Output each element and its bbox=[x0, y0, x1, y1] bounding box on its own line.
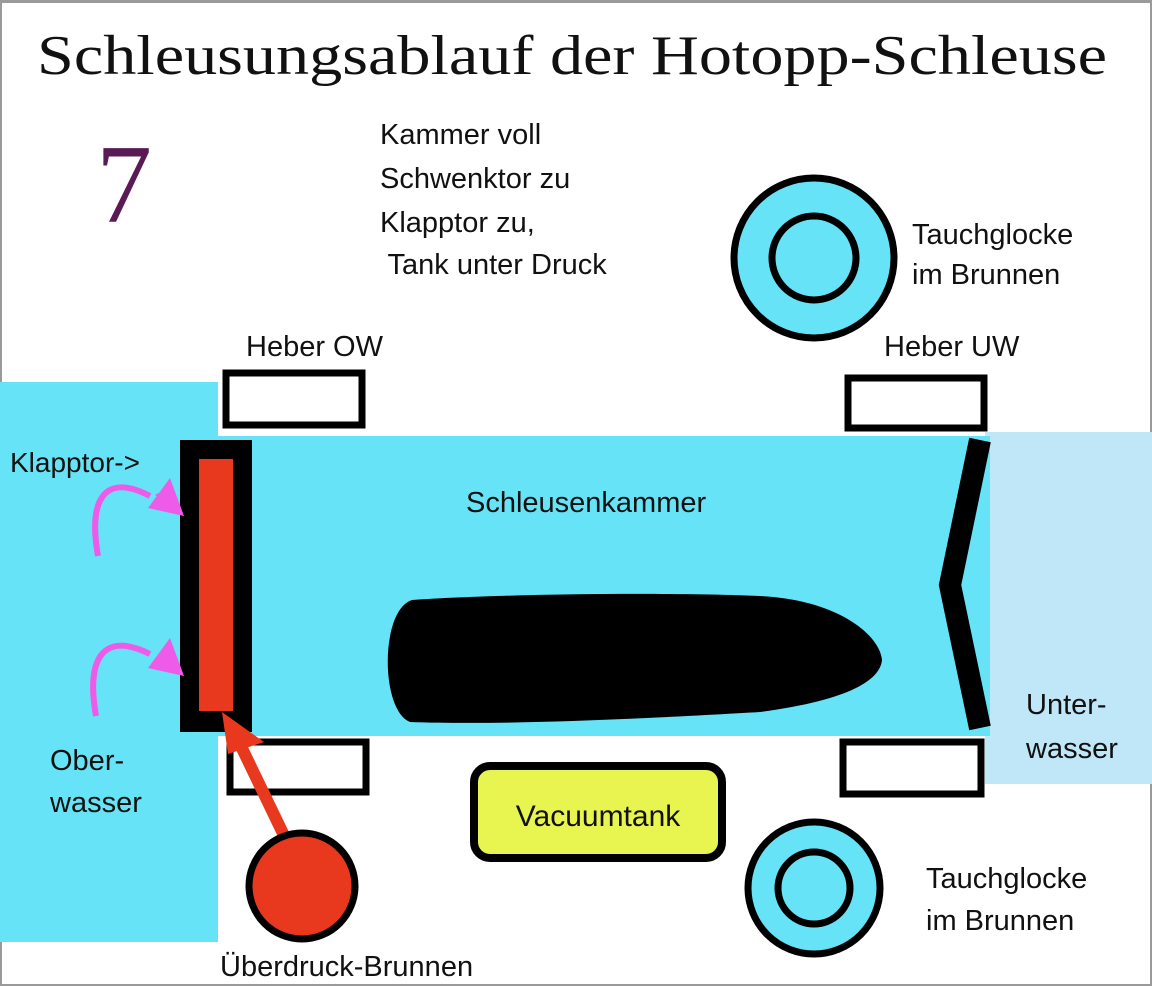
schwenktor-gate bbox=[938, 437, 991, 731]
heber-uw-bottom-box bbox=[839, 738, 985, 798]
ship-shape bbox=[387, 593, 882, 723]
heber-uw-top-box bbox=[844, 374, 988, 432]
pressure-arrow-head-icon bbox=[222, 712, 264, 754]
tauchglocke-top-label-2: im Brunnen bbox=[912, 259, 1060, 291]
flow-arrow-lower-head-icon bbox=[148, 638, 184, 676]
description-line-4: Tank unter Druck bbox=[380, 249, 607, 281]
schleusenkammer-label: Schleusenkammer bbox=[466, 487, 706, 519]
tauchglocke-top-label-1: Tauchglocke bbox=[912, 219, 1073, 251]
klapptor-label: Klapptor-> bbox=[10, 447, 140, 478]
heber-ow-label: Heber OW bbox=[246, 331, 384, 363]
pressure-arrow-shaft bbox=[232, 737, 296, 851]
flow-arrow-upper bbox=[92, 484, 152, 557]
tauchglocke-top-inner bbox=[768, 212, 860, 304]
tauchglocke-bottom-inner bbox=[774, 848, 854, 928]
ueberdruck-brunnen-circle bbox=[245, 829, 359, 943]
description-line-2: Schwenktor zu bbox=[380, 163, 570, 195]
vacuumtank-box bbox=[470, 762, 726, 862]
unterwasser-area bbox=[985, 432, 1152, 784]
unterwasser-label-1: Unter- bbox=[1026, 689, 1107, 721]
vacuumtank-label: Vacuumtank bbox=[516, 800, 682, 833]
heber-uw-label: Heber UW bbox=[884, 331, 1020, 363]
step-number: 7 bbox=[96, 123, 152, 247]
flow-arrow-lower bbox=[90, 642, 152, 717]
klapptor-red-panel bbox=[199, 459, 233, 711]
unterwasser-label-2: wasser bbox=[1025, 733, 1118, 765]
tauchglocke-bottom-label-1: Tauchglocke bbox=[926, 863, 1087, 895]
flow-arrow-upper-head-fill bbox=[148, 478, 184, 516]
tauchglocke-bottom-label-2: im Brunnen bbox=[926, 905, 1074, 937]
heber-ow-top-box bbox=[222, 369, 366, 429]
oberwasser-label-2: wasser bbox=[49, 787, 142, 819]
oberwasser-label-1: Ober- bbox=[50, 745, 124, 777]
diagram-title: Schleusungsablauf der Hotopp-Schleuse bbox=[37, 25, 1107, 87]
ueberdruck-brunnen-label: Überdruck-Brunnen bbox=[220, 951, 473, 983]
description-line-3: Klapptor zu, bbox=[380, 207, 535, 239]
description-line-1: Kammer voll bbox=[380, 119, 541, 151]
